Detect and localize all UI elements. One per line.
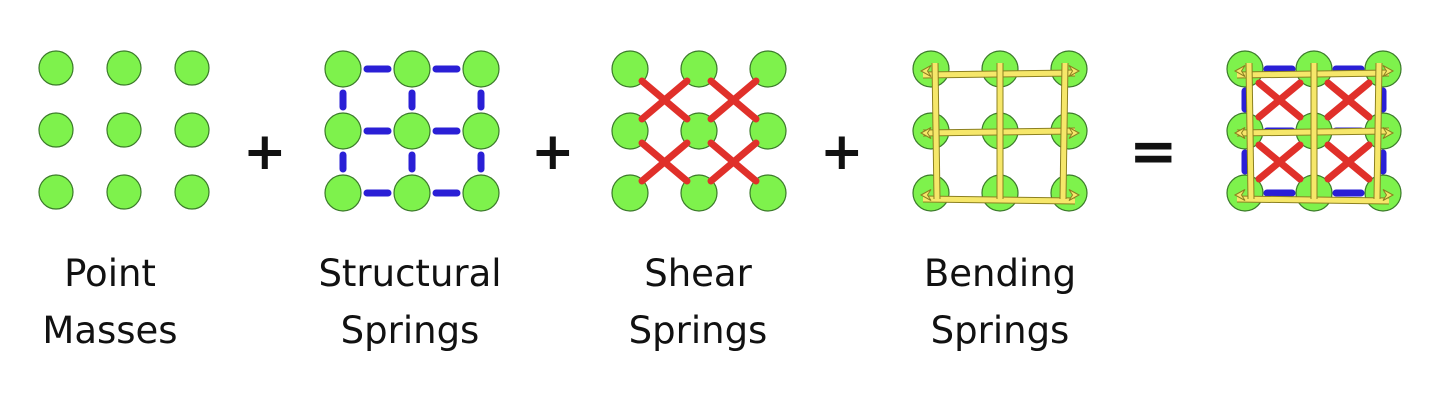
point-mass-1-0 (38, 112, 74, 148)
shear-mass-1-1 (680, 112, 718, 150)
structural-springs-grid (324, 50, 500, 212)
structural-mass-2-2 (462, 174, 500, 212)
plus-operator-3: + (820, 122, 864, 182)
combined-shear-b-0-1 (1324, 79, 1373, 121)
bending-bending-row-2 (922, 196, 1076, 204)
equals-operator: = (1129, 117, 1178, 185)
plus-operator-2: + (531, 122, 575, 182)
shear-mass-0-2 (749, 50, 787, 88)
shear-springs-grid (611, 50, 787, 212)
structural-mass-2-0 (324, 174, 362, 212)
shear-shear-b-0-1 (707, 77, 760, 123)
bending-mass-0-2 (1050, 50, 1088, 88)
bending-springs-label-line1: Bending (923, 252, 1077, 295)
shear-mass-1-0 (611, 112, 649, 150)
structural-mass-2-1 (393, 174, 431, 212)
combined-bending-cap-right-1 (1382, 127, 1395, 139)
shear-springs-label: Shear Springs (588, 245, 808, 359)
combined-shear-b-1-1 (1324, 141, 1373, 183)
shear-shear-b-1-0 (638, 139, 691, 185)
combined-bending-cap-left-1 (1233, 127, 1246, 139)
point-masses-grid (38, 50, 210, 210)
structural-springs-label-line1: Structural (318, 252, 502, 295)
combined-bending-cap-left-0 (1233, 65, 1246, 77)
structural-mass-0-0 (324, 50, 362, 88)
combined-shear-b-0-0 (1255, 79, 1304, 121)
bending-bending-cap-left-0 (919, 65, 932, 77)
bending-mass-2-2 (1050, 174, 1088, 212)
structural-mass-0-1 (393, 50, 431, 88)
combined-bending-cap-right-2 (1382, 189, 1395, 201)
bending-mass-2-0 (912, 174, 950, 212)
combined-grid (1226, 50, 1402, 212)
point-mass-0-2 (174, 50, 210, 86)
bending-bending-col-2 (1060, 62, 1068, 200)
bending-bending-cap-left-2 (919, 189, 932, 201)
shear-shear-b-1-1 (707, 139, 760, 185)
point-mass-1-1 (106, 112, 142, 148)
shear-springs-label-line1: Shear (644, 252, 752, 295)
combined-mass-0-2 (1364, 50, 1402, 88)
shear-mass-2-2 (749, 174, 787, 212)
combined-bending-row-2 (1236, 196, 1390, 204)
point-masses-label-line1: Point (64, 252, 156, 295)
bending-springs-label: Bending Springs (890, 245, 1110, 359)
bending-bending-cap-right-1 (1068, 127, 1081, 139)
structural-mass-1-1 (393, 112, 431, 150)
point-masses-label: Point Masses (0, 245, 220, 359)
bending-bending-cap-right-2 (1068, 189, 1081, 201)
point-mass-1-2 (174, 112, 210, 148)
point-masses-label-line2: Masses (42, 309, 178, 352)
bending-springs-label-line2: Springs (930, 309, 1070, 352)
plus-operator-1: + (243, 122, 287, 182)
shear-mass-2-0 (611, 174, 649, 212)
shear-mass-0-1 (680, 50, 718, 88)
point-mass-2-1 (106, 174, 142, 210)
combined-shear-b-1-0 (1255, 141, 1304, 183)
point-mass-2-2 (174, 174, 210, 210)
shear-springs-label-line2: Springs (628, 309, 768, 352)
bending-bending-cap-right-0 (1068, 65, 1081, 77)
shear-shear-b-0-0 (638, 77, 691, 123)
structural-mass-1-2 (462, 112, 500, 150)
structural-springs-label: Structural Springs (300, 245, 520, 359)
combined-bending-col-0 (1246, 62, 1254, 200)
point-mass-2-0 (38, 174, 74, 210)
shear-mass-1-2 (749, 112, 787, 150)
combined-bending-col-2 (1374, 62, 1382, 200)
combined-bending-cap-right-0 (1382, 65, 1395, 77)
point-mass-0-1 (106, 50, 142, 86)
structural-mass-0-2 (462, 50, 500, 88)
shear-mass-2-1 (680, 174, 718, 212)
point-mass-0-0 (38, 50, 74, 86)
combined-bending-cap-left-2 (1233, 189, 1246, 201)
structural-springs-label-line2: Springs (340, 309, 480, 352)
bending-springs-grid (912, 50, 1088, 212)
bending-bending-col-0 (932, 62, 940, 200)
bending-bending-cap-left-1 (919, 127, 932, 139)
structural-mass-1-0 (324, 112, 362, 150)
shear-mass-0-0 (611, 50, 649, 88)
bending-mass-0-0 (912, 50, 950, 88)
